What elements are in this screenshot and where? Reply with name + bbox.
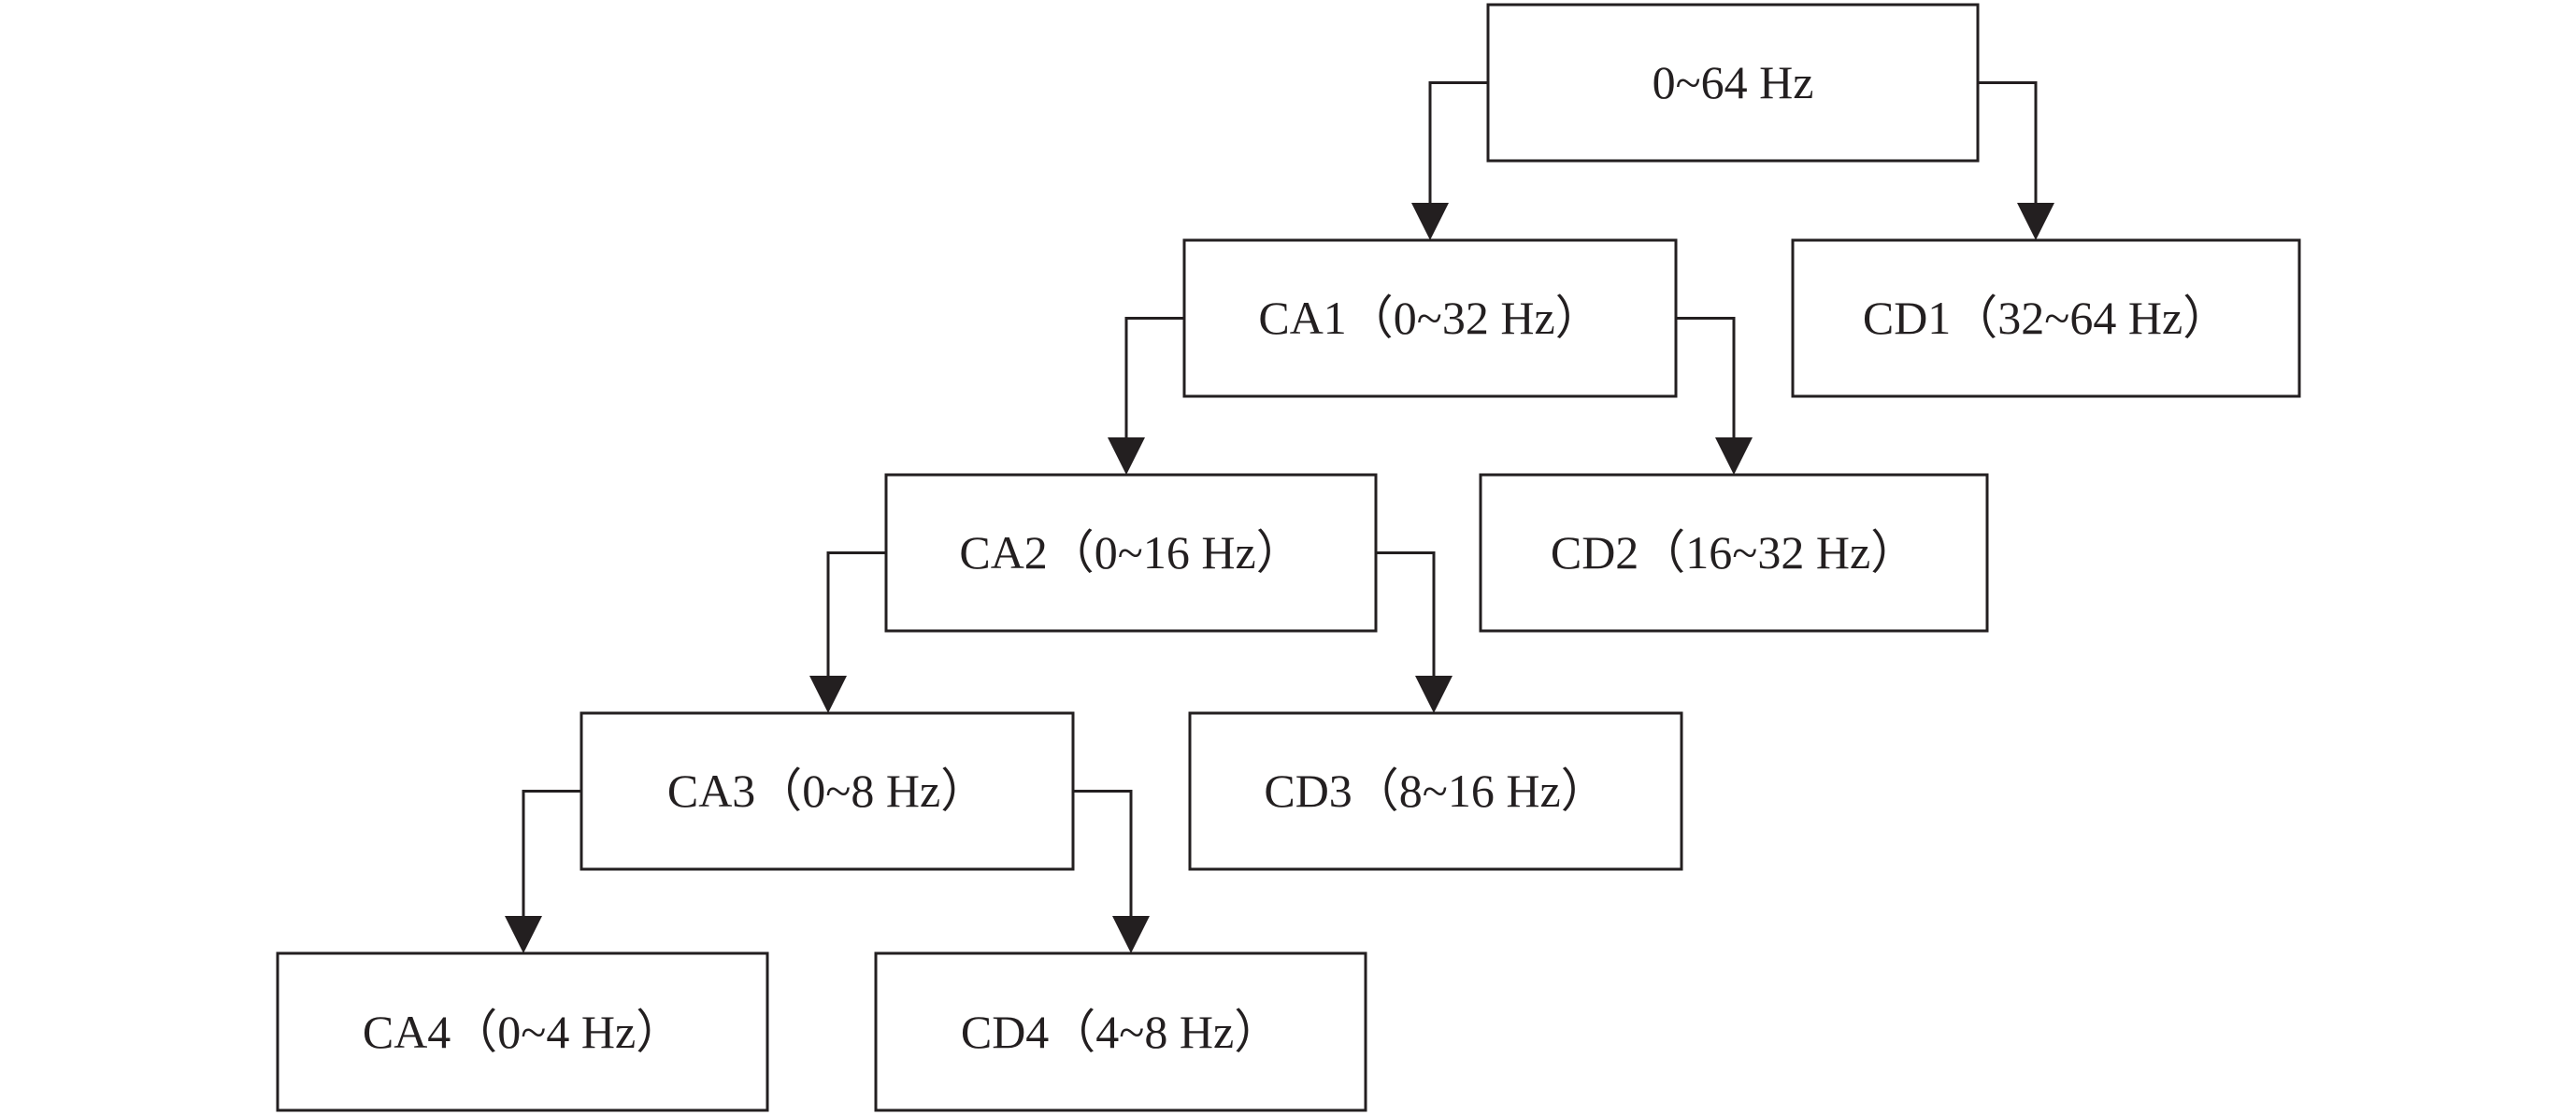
node-cd2-box xyxy=(1479,473,1989,633)
node-cd4-label: CD4（4~8 Hz） xyxy=(961,1006,1281,1058)
arrowhead-ca2-cd3 xyxy=(1415,676,1453,713)
connector-ca1-cd2 xyxy=(1676,317,1736,439)
node-ca3-box xyxy=(580,711,1075,871)
connector-ca3-cd4 xyxy=(1073,790,1133,918)
connector-ca3-ca4 xyxy=(522,790,581,918)
connector-ca1-ca2 xyxy=(1124,317,1184,439)
connector-root-ca1 xyxy=(1428,81,1488,205)
node-cd2-label: CD2（16~32 Hz） xyxy=(1551,526,1917,579)
arrowhead-ca1-ca2 xyxy=(1108,437,1145,475)
node-cd2: CD2（16~32 Hz） xyxy=(1479,473,1989,633)
arrowhead-ca2-ca3 xyxy=(809,676,847,713)
node-cd3-box xyxy=(1188,711,1683,871)
node-ca4-box xyxy=(276,951,769,1112)
connector-ca2-ca3 xyxy=(826,551,886,678)
node-cd4-box xyxy=(874,951,1367,1112)
node-ca3: CA3（0~8 Hz） xyxy=(580,711,1075,871)
arrowhead-root-ca1 xyxy=(1411,203,1449,240)
node-root: 0~64 Hz xyxy=(1486,3,1980,163)
node-ca2-label: CA2（0~16 Hz） xyxy=(959,526,1302,579)
connectors xyxy=(505,81,2054,953)
arrowhead-ca1-cd2 xyxy=(1715,437,1753,475)
node-cd3-label: CD3（8~16 Hz） xyxy=(1264,765,1607,817)
connector-root-cd1 xyxy=(1978,81,2038,205)
node-cd1-box xyxy=(1791,238,2301,398)
node-ca3-label: CA3（0~8 Hz） xyxy=(667,765,987,817)
node-cd1: CD1（32~64 Hz） xyxy=(1791,238,2301,398)
node-cd4: CD4（4~8 Hz） xyxy=(874,951,1367,1112)
node-ca1-box xyxy=(1182,238,1678,398)
node-ca1: CA1（0~32 Hz） xyxy=(1182,238,1678,398)
node-cd3: CD3（8~16 Hz） xyxy=(1188,711,1683,871)
node-ca2: CA2（0~16 Hz） xyxy=(884,473,1378,633)
node-ca2-box xyxy=(884,473,1378,633)
arrowhead-ca3-cd4 xyxy=(1112,916,1150,953)
node-root-label: 0~64 Hz xyxy=(1653,56,1814,108)
arrowhead-ca3-ca4 xyxy=(505,916,542,953)
node-ca4: CA4（0~4 Hz） xyxy=(276,951,769,1112)
node-cd1-label: CD1（32~64 Hz） xyxy=(1863,292,2229,344)
node-ca4-label: CA4（0~4 Hz） xyxy=(363,1006,682,1058)
connector-ca2-cd3 xyxy=(1376,551,1436,678)
node-ca1-label: CA1（0~32 Hz） xyxy=(1258,292,1601,344)
node-root-box xyxy=(1486,3,1980,163)
arrowhead-root-cd1 xyxy=(2017,203,2054,240)
